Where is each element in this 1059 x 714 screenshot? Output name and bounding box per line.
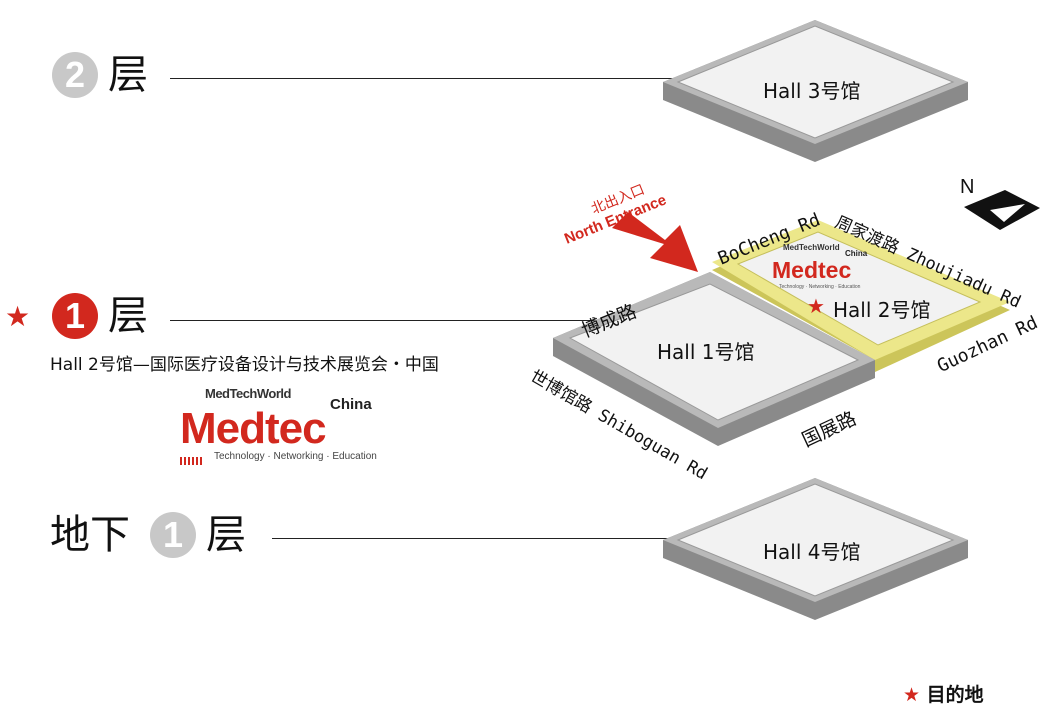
logo-china-text: China	[330, 396, 372, 413]
hall-1-label: Hall 1号馆	[657, 340, 755, 364]
destination-star-icon: ★	[5, 301, 31, 332]
hall-2-star-icon: ★	[807, 296, 825, 318]
floor-2-leader-line	[170, 78, 675, 79]
medtec-logo: MedTechWorld China Medtec Technology · N…	[180, 382, 380, 467]
north-entrance-arrow-icon	[612, 212, 698, 272]
basement-1-leader-line	[272, 538, 672, 539]
medtec-wordmark: Medtec	[180, 404, 327, 453]
hall-2-platform[interactable]	[712, 220, 1010, 372]
compass-north-label: N	[960, 176, 975, 198]
floor-2-badge: 2	[52, 52, 98, 98]
hall-1-platform[interactable]	[553, 272, 875, 446]
svg-text:Medtec: Medtec	[772, 257, 851, 283]
logo-tagline: Technology · Networking · Education	[214, 451, 377, 462]
legend: ★ 目的地	[903, 680, 984, 707]
floor-1-badge: 1	[52, 293, 98, 339]
basement-1-suffix-label: 层	[206, 512, 246, 558]
hall-2-medtec-logo: MedTechWorld China Medtec Technology · N…	[772, 243, 868, 290]
svg-text:MedTechWorld: MedTechWorld	[783, 243, 840, 252]
legend-label: 目的地	[926, 684, 984, 706]
floor-1-subtitle: Hall 2号馆—国际医疗设备设计与技术展览会・中国	[50, 355, 439, 375]
hall-2-label: Hall 2号馆	[833, 298, 931, 322]
hall-3-label: Hall 3号馆	[763, 79, 861, 103]
hall-4-platform[interactable]	[663, 478, 968, 620]
floor-2-label: 层	[108, 52, 148, 98]
svg-text:Technology · Networking · Educ: Technology · Networking · Education	[779, 284, 861, 290]
compass-icon	[964, 190, 1040, 230]
floor-1-label: 层	[108, 293, 148, 339]
floor-1-leader-line	[170, 320, 660, 321]
hall-3-platform[interactable]	[663, 20, 968, 162]
basement-prefix-label: 地下	[50, 512, 130, 558]
legend-star-icon: ★	[903, 684, 921, 706]
basement-1-badge: 1	[150, 512, 196, 558]
logo-stripes-icon	[180, 452, 210, 465]
svg-text:China: China	[845, 249, 868, 258]
medtechworld-wordmark: MedTechWorld	[205, 386, 291, 401]
hall-4-label: Hall 4号馆	[763, 540, 861, 564]
